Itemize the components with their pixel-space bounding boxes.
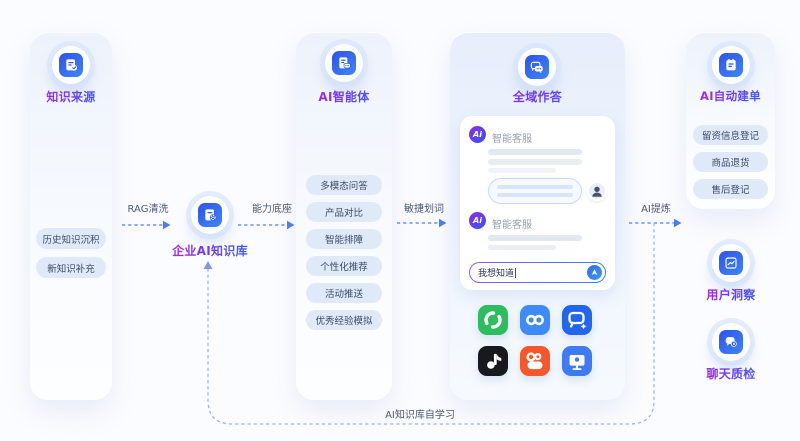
user-avatar: [589, 183, 605, 199]
pill-product-return: 商品退货: [693, 152, 768, 172]
capability-arrow-label: 能力底座: [252, 204, 292, 215]
message-skeleton-bar: [488, 245, 556, 250]
user-message-bubble: [488, 178, 582, 204]
rag-arrowhead: [163, 220, 171, 230]
doc-gear-icon: [205, 209, 217, 221]
ticket-form-icon: [726, 58, 736, 71]
agile-arrow-label: 敏捷划词: [404, 204, 444, 215]
chat-quality-title: 聊天质检: [689, 365, 773, 382]
pill-product-compare: 产品对比: [306, 202, 382, 222]
pill-aftersales-register: 售后登记: [693, 179, 768, 199]
enterprise-kb-node: [191, 196, 229, 234]
message-skeleton-bar: [488, 235, 582, 241]
video-infinity-icon: [520, 305, 550, 335]
auto-ticket-node: [712, 46, 750, 84]
douyin-icon: [478, 346, 508, 376]
text-caret: [515, 267, 517, 278]
pill-smart-troubleshoot: 智能排障: [306, 229, 382, 249]
pill-best-practice-sim: 优秀经验模拟: [306, 310, 382, 330]
chat-input-value: 我想知道: [478, 269, 515, 279]
pill-multimodal-qa: 多模态问答: [306, 175, 382, 195]
chat-bubbles-icon: [530, 61, 543, 74]
pill-history-knowledge: 历史知识沉积: [36, 228, 106, 249]
self-learning-arrowhead: [203, 261, 213, 269]
pill-activity-push: 活动推送: [306, 283, 382, 303]
doc-check-icon: [66, 59, 78, 71]
self-learning-label: AI知识库自学习: [385, 410, 455, 421]
insight-chart-icon: [725, 257, 737, 269]
message-skeleton-bar: [488, 159, 582, 165]
agent-name-label: 智能客服: [492, 220, 532, 231]
user-insight-node: [712, 244, 750, 282]
person-icon: [592, 186, 602, 197]
refine-arrow-label: AI提炼: [641, 204, 671, 215]
auto-ticket-title: AI自动建单: [686, 88, 775, 104]
chat-qc-icon: [725, 337, 737, 347]
capability-arrowhead: [287, 220, 295, 230]
omni-answer-title: 全域作答: [450, 88, 625, 105]
ai-agent-title: AI智能体: [296, 88, 392, 105]
message-skeleton-bar: [497, 185, 573, 189]
chat-service-icon: [562, 305, 592, 335]
knowledge-source-node: [52, 46, 90, 84]
user-insight-title: 用户洞察: [689, 286, 773, 303]
doc-chat-icon: [339, 57, 351, 69]
agent-name-label: 智能客服: [492, 134, 532, 145]
refine-arrowhead: [674, 218, 682, 228]
message-skeleton-bar: [488, 149, 582, 155]
send-icon: [591, 269, 598, 276]
rag-arrow-label: RAG清洗: [127, 204, 169, 215]
message-skeleton-bar: [497, 193, 573, 197]
send-button[interactable]: [587, 265, 602, 280]
pill-lead-info: 留资信息登记: [693, 125, 768, 145]
pill-new-knowledge: 新知识补充: [36, 257, 106, 278]
enterprise-kb-title: 企业AI知识库: [158, 242, 262, 259]
omni-answer-node: [518, 48, 556, 86]
knowledge-source-card: [30, 32, 112, 400]
kuaishou-icon: [520, 346, 550, 376]
wechat-swirl-icon: [478, 305, 508, 335]
agile-arrowhead: [439, 218, 447, 228]
pill-personalized-recommend: 个性化推荐: [306, 256, 382, 276]
ai-avatar: Ai: [469, 126, 486, 143]
chat-quality-node: [712, 323, 750, 361]
desktop-web-icon: [562, 346, 592, 376]
knowledge-source-title: 知识来源: [30, 88, 112, 105]
chat-input[interactable]: 我想知道: [469, 262, 606, 283]
ai-avatar: Ai: [469, 212, 486, 229]
ai-agent-node: [325, 44, 363, 82]
message-skeleton-bar: [488, 168, 556, 173]
